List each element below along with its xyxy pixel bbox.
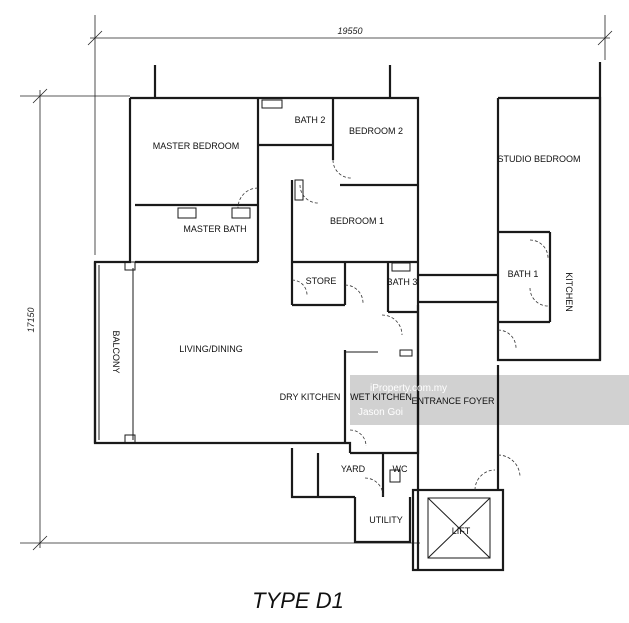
lift-label: LIFT <box>452 526 471 536</box>
balcony-label: BALCONY <box>111 330 121 373</box>
lift-core <box>411 488 505 572</box>
entrance-foyer-label: ENTRANCE FOYER <box>411 396 495 406</box>
watermark-agent-text: Jason Goi <box>358 407 403 418</box>
door-swings <box>237 159 549 497</box>
wc-label: WC <box>393 464 408 474</box>
store-label: STORE <box>306 276 337 286</box>
utility-label: UTILITY <box>369 515 403 525</box>
watermark: iProperty.com.my Jason Goi <box>350 375 629 425</box>
bath1-label: BATH 1 <box>508 269 539 279</box>
bath3-label: BATH 3 <box>387 277 418 287</box>
wet-kitchen-label: WET KITCHEN <box>350 392 412 402</box>
kitchen-label: KITCHEN <box>564 272 574 312</box>
plan-title: TYPE D1 <box>252 588 344 613</box>
bedroom2-label: BEDROOM 2 <box>349 126 403 136</box>
master-bedroom-label: MASTER BEDROOM <box>153 141 240 151</box>
studio-bedroom-label: STUDIO BEDROOM <box>497 154 580 164</box>
watermark-site-text: iProperty.com.my <box>370 383 447 394</box>
bedroom1-label: BEDROOM 1 <box>330 216 384 226</box>
master-bath-label: MASTER BATH <box>183 224 246 234</box>
width-dimension-label: 19550 <box>337 26 362 36</box>
studio-unit-walls <box>496 62 602 362</box>
corridor-walls <box>416 273 500 570</box>
bath2-label: BATH 2 <box>295 115 326 125</box>
room-labels: MASTER BEDROOM MASTER BATH BATH 2 BEDROO… <box>111 115 581 536</box>
bathroom-fixtures <box>124 99 413 483</box>
depth-dimension: 17150 <box>20 88 420 551</box>
yard-label: YARD <box>341 464 366 474</box>
width-dimension: 19550 <box>87 15 613 255</box>
main-unit-walls <box>93 65 420 544</box>
depth-dimension-label: 17150 <box>26 307 36 332</box>
dry-kitchen-label: DRY KITCHEN <box>280 392 341 402</box>
living-dining-label: LIVING/DINING <box>179 344 243 354</box>
